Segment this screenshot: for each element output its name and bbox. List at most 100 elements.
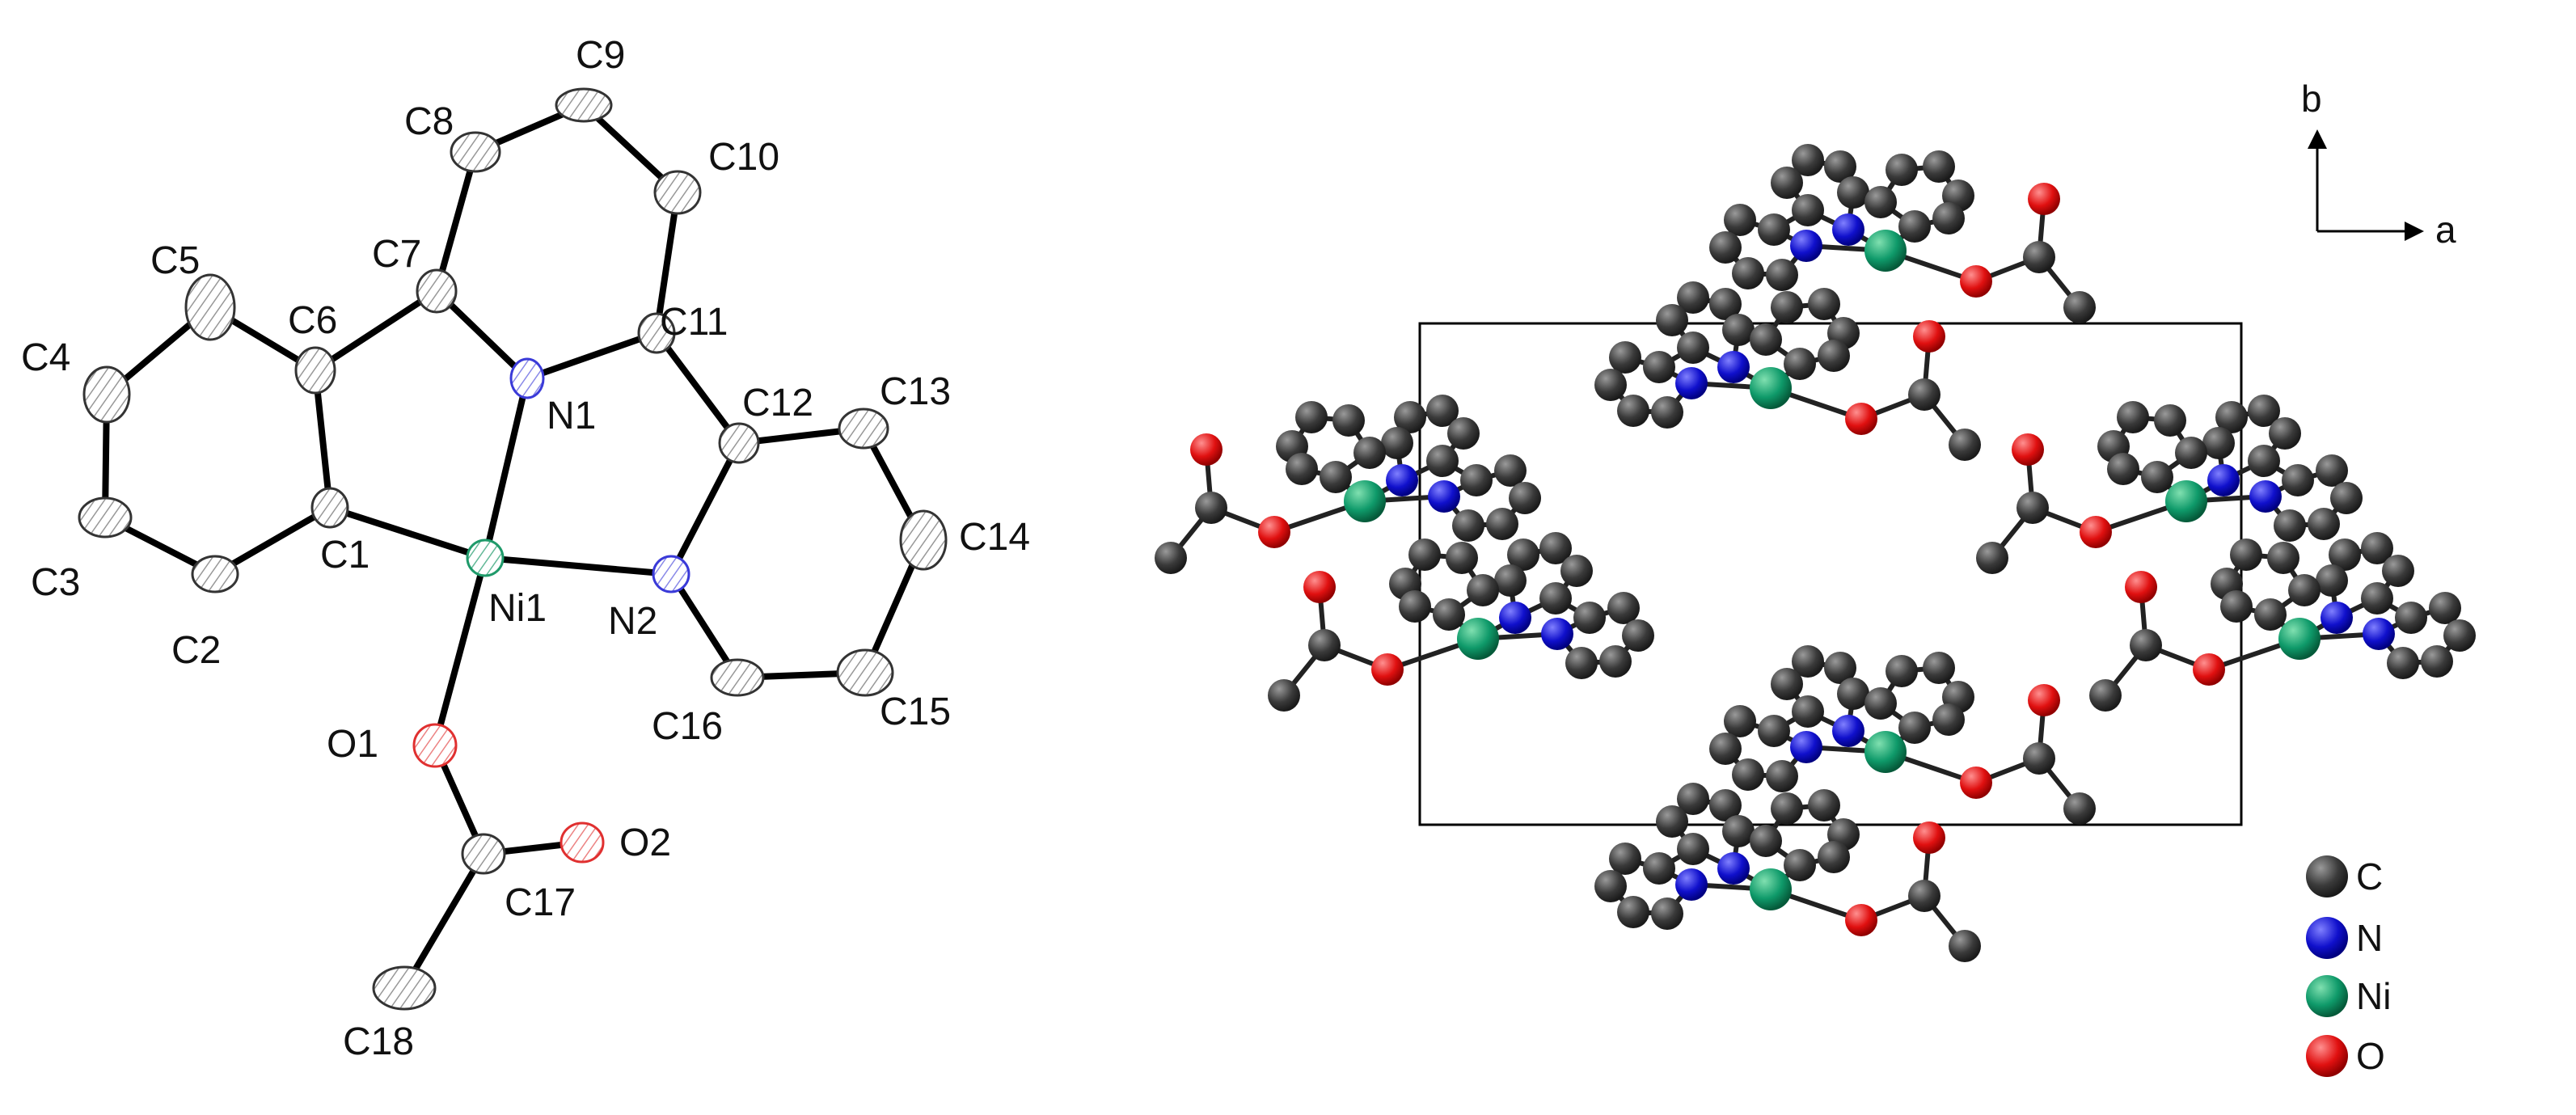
- packing-atom-c: [1792, 695, 1824, 728]
- packing-atom-c: [1732, 257, 1764, 289]
- bond-c1-ni1: [327, 505, 488, 561]
- packing-atom-c: [2220, 590, 2253, 623]
- packing-atom-o: [1303, 571, 1336, 603]
- packing-atom-o: [2012, 433, 2044, 466]
- atom-n2: [652, 555, 690, 593]
- legend-o-swatch: [2306, 1035, 2348, 1077]
- legend-n-swatch: [2306, 917, 2348, 959]
- packing-atom-c: [2282, 464, 2314, 496]
- packing-atom-c: [2316, 454, 2348, 487]
- packing-atom-c: [1507, 538, 1539, 571]
- packing-atom-c: [1677, 332, 1709, 364]
- atom-c12: [718, 422, 760, 464]
- bond-c10-c11: [653, 189, 681, 336]
- atom-c7: [416, 268, 458, 314]
- packing-atom-c: [2175, 437, 2207, 469]
- packing-atom-c: [1320, 461, 1352, 493]
- packing-atom-c: [1295, 401, 1328, 433]
- bond-c6-c7: [312, 288, 440, 374]
- packing-atom-c: [1818, 340, 1850, 372]
- packing-atom-c: [2316, 564, 2348, 597]
- packing-atom-c: [1677, 833, 1709, 865]
- atom-c9: [555, 87, 613, 123]
- packing-atom-c: [1808, 288, 1840, 320]
- legend-ni-label: Ni: [2356, 975, 2391, 1017]
- bond-ni1-o1: [432, 555, 488, 749]
- packing-atom-c: [1353, 437, 1386, 469]
- packing-atom-n: [1541, 618, 1573, 650]
- element-legend: C N Ni O: [2306, 855, 2391, 1077]
- packing-atom-c: [1656, 304, 1688, 336]
- packing-atom-c: [2329, 538, 2361, 571]
- packing-atom-c: [1565, 647, 1598, 679]
- packing-atom-c: [2443, 619, 2476, 652]
- packing-atom-c: [1709, 789, 1742, 821]
- packing-atom-c: [1771, 291, 1803, 323]
- label-c16: C16: [652, 705, 723, 748]
- packing-atom-c: [2421, 645, 2453, 678]
- packing-atom-c: [1886, 655, 1918, 687]
- packing-atom-c: [2429, 592, 2461, 624]
- packing-atom-o: [1913, 821, 1945, 854]
- packing-atom-c: [1539, 532, 1572, 564]
- label-c12: C12: [742, 382, 813, 424]
- legend-ni-swatch: [2306, 975, 2348, 1017]
- packing-atom-c: [1308, 629, 1341, 661]
- packing-atom-c: [1617, 395, 1649, 427]
- packing-atom-c: [1643, 852, 1675, 885]
- packing-atom-c: [2063, 291, 2096, 323]
- packing-atom-o: [1845, 904, 1877, 936]
- ortep-molecule: C1 C2 C3 C4 C5 C6 C7 C8 C9 C10 C11 C12 C…: [21, 34, 1030, 1063]
- packing-atom-c: [1509, 482, 1541, 514]
- packing-atom-c: [1898, 712, 1931, 744]
- atom-c14: [899, 509, 948, 571]
- packing-atom-n: [1832, 213, 1864, 246]
- packing-atom-o: [2193, 653, 2225, 686]
- atom-c2: [191, 555, 239, 593]
- packing-atom-c: [1539, 582, 1572, 615]
- packing-atom-ni: [2165, 480, 2207, 522]
- atom-c8: [450, 131, 501, 173]
- packing-atom-ni: [2278, 618, 2321, 660]
- packing-atom-c: [1771, 792, 1803, 825]
- packing-atom-c: [1447, 417, 1480, 450]
- atom-n1: [509, 357, 545, 399]
- packing-atom-n: [1832, 715, 1864, 747]
- packing-atom-c: [1651, 897, 1683, 930]
- atom-c17: [461, 833, 506, 875]
- packing-atom-c: [1949, 930, 1981, 962]
- packing-atom-c: [1467, 574, 1499, 606]
- packing-atom-c: [1426, 395, 1459, 427]
- atom-c1: [310, 487, 349, 529]
- packing-atom-c: [1332, 404, 1365, 437]
- packing-atom-c: [2395, 602, 2427, 634]
- packing-atom-c: [2215, 401, 2248, 433]
- packing-atom-c: [1750, 825, 1782, 857]
- bond-c17-c18: [401, 851, 487, 991]
- label-c17: C17: [505, 881, 576, 924]
- packing-atom-c: [1452, 509, 1484, 542]
- bond-c12-n2: [668, 440, 742, 577]
- atom-c4: [82, 365, 131, 424]
- label-c10: C10: [708, 136, 779, 179]
- packing-atom-c: [1792, 645, 1824, 678]
- packing-atom-ni: [1750, 868, 1792, 910]
- atom-c3: [78, 496, 133, 538]
- label-n2: N2: [608, 600, 657, 643]
- label-c13: C13: [880, 370, 951, 413]
- packing-atom-c: [1976, 542, 2008, 574]
- bond-ni1-n2: [482, 555, 674, 577]
- packing-atom-c: [1784, 849, 1816, 881]
- packing-atom-c: [1758, 213, 1790, 246]
- packing-atom-c: [2248, 445, 2280, 477]
- atom-c5: [184, 273, 236, 341]
- packing-atom-c: [1837, 176, 1869, 209]
- packing-atom-n: [1386, 464, 1418, 496]
- packing-atom-c: [1381, 427, 1413, 459]
- packing-atom-c: [1808, 789, 1840, 821]
- packing-atom-ni: [1864, 731, 1907, 773]
- atom-c11: [637, 312, 676, 354]
- packing-atom-c: [1766, 259, 1798, 291]
- packing-atom-o: [1960, 767, 1992, 799]
- packing-atom-o: [1960, 265, 1992, 298]
